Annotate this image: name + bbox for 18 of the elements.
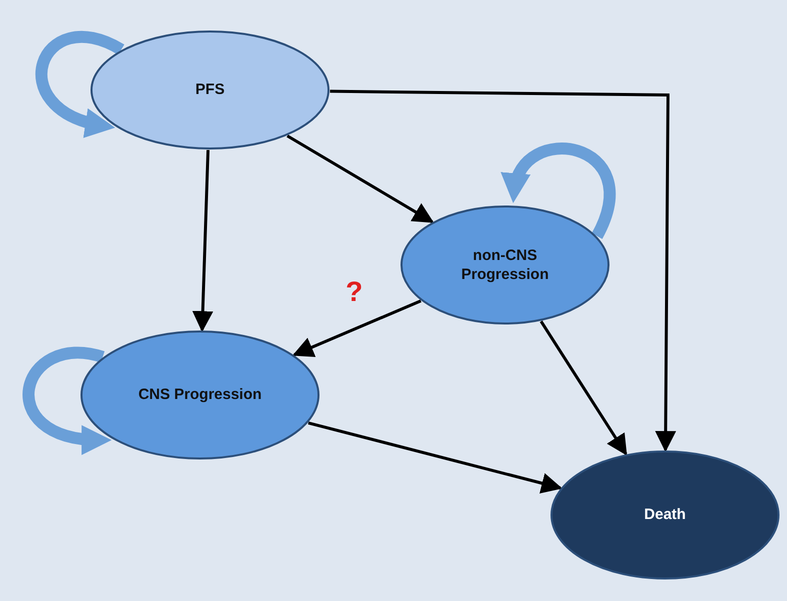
state-label: Death <box>644 505 686 525</box>
edge-label: ? <box>346 276 363 308</box>
arrow <box>292 300 422 358</box>
state-ellipse <box>400 205 610 325</box>
arrow <box>308 422 562 494</box>
state-label: non-CNS Progression <box>460 246 550 284</box>
arrow <box>286 134 434 224</box>
self-loop-arrow <box>35 31 124 136</box>
arrow <box>330 90 676 452</box>
state-ellipse <box>550 450 780 580</box>
arrow <box>192 150 214 332</box>
state-label: PFS <box>195 80 225 100</box>
state-label: CNS Progression <box>138 385 262 405</box>
self-loop-arrow <box>23 346 112 454</box>
state-ellipse <box>90 30 330 150</box>
arrow <box>540 320 628 456</box>
self-loop-arrow <box>504 142 616 238</box>
state-ellipse <box>80 330 320 460</box>
